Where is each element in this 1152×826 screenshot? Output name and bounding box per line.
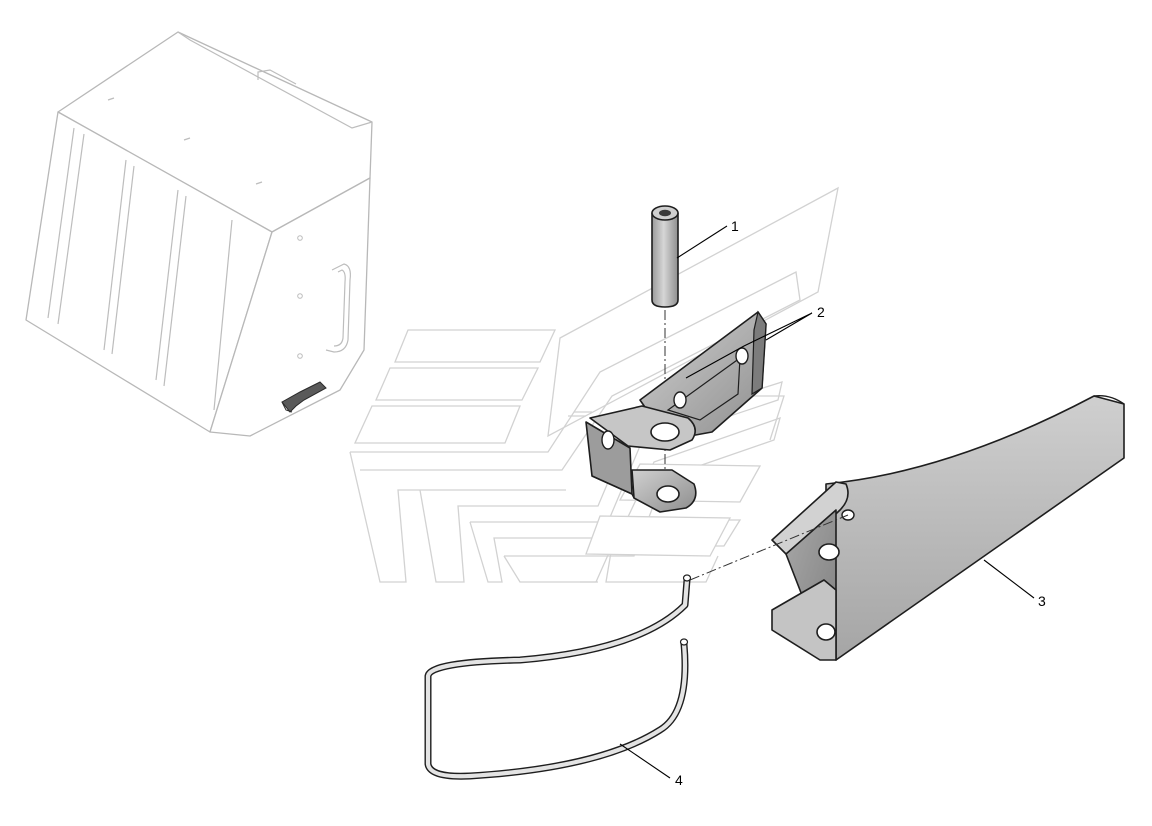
channel-deflector-part (771, 394, 1125, 661)
retaining-pin-part (424, 574, 692, 780)
frame-ghost-outline (349, 186, 839, 583)
callout-1-label: 1 (731, 218, 739, 234)
callout-2-label: 2 (817, 304, 825, 320)
callout-4-leader (619, 743, 671, 779)
callout-4-label: 4 (675, 772, 683, 788)
callout-1-leader (676, 225, 728, 259)
callout-3-label: 3 (1038, 593, 1046, 609)
mounting-bracket-part (585, 310, 767, 513)
callout-2-leader (685, 312, 813, 379)
callout-3-leader (983, 559, 1035, 599)
pin-alignment-line (689, 514, 849, 581)
sleeve-part (651, 205, 679, 308)
machine-housing (25, 31, 373, 437)
